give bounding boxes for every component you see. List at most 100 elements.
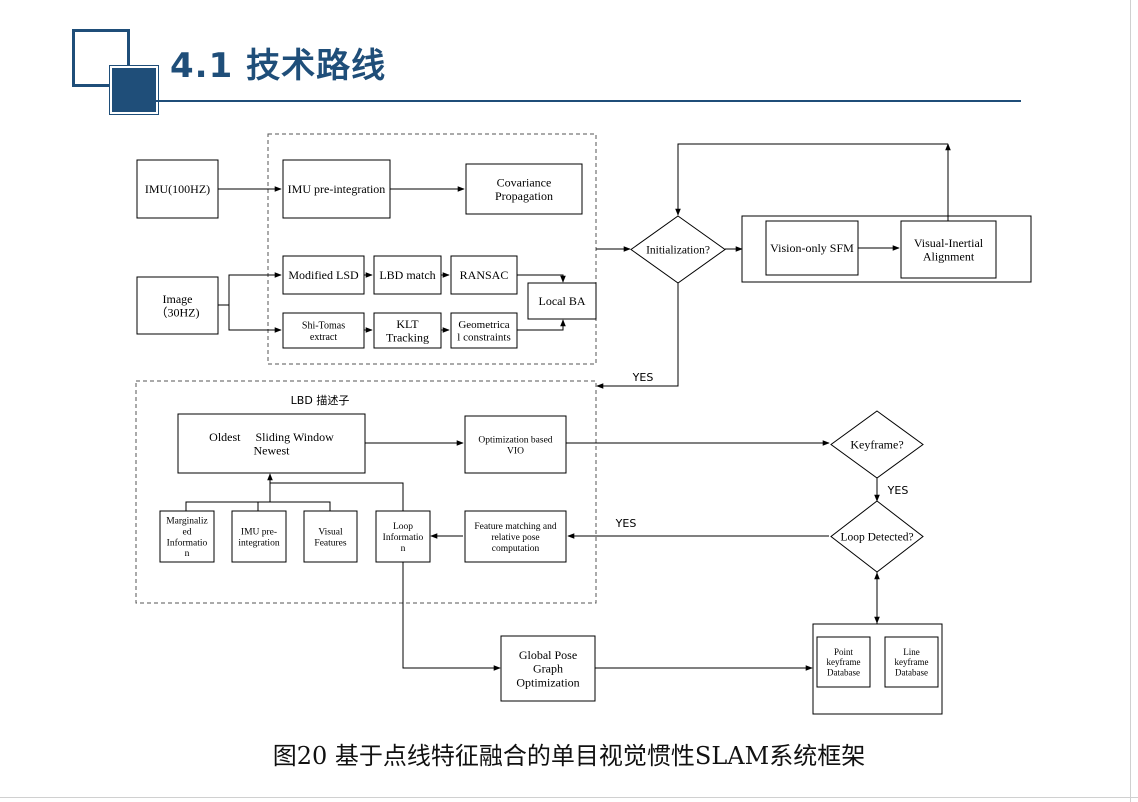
point-db-shape [816, 636, 871, 688]
loop-info-label: Loop [393, 522, 413, 532]
imu-shape [136, 159, 219, 219]
imu-preint-label: IMU pre-integration [288, 182, 386, 196]
point-db-label: Database [827, 668, 860, 678]
geometrical-label: l constraints [457, 332, 510, 344]
vis-feat-label: Visual [318, 527, 343, 537]
global-pose-label: Global Pose [519, 648, 577, 662]
keyframe-decision: Keyframe? [830, 410, 924, 479]
mod-lsd-node: Modified LSD [282, 255, 365, 295]
sliding-label: Newest [254, 444, 291, 458]
line-db-label: keyframe [895, 657, 929, 667]
mod-lsd-label: Modified LSD [288, 268, 359, 282]
feat-match-label: relative pose [491, 533, 539, 543]
opt-vio-label: VIO [507, 446, 524, 456]
shi-tomas-shape [282, 312, 365, 349]
loop-info-shape [375, 510, 431, 563]
feat-match-label: computation [492, 544, 540, 554]
sfm-label: Vision-only SFM [770, 241, 854, 255]
line-db-label: Database [895, 668, 928, 678]
vis-feat-shape [303, 510, 358, 563]
ransac-shape [450, 255, 518, 295]
yes-label-loop: YES [615, 517, 637, 530]
global-pose-shape [500, 635, 596, 702]
shi-tomas-label: Shi-Tomas [302, 320, 345, 331]
title-underline [154, 100, 1021, 102]
keyframe-label: Keyframe? [850, 438, 903, 452]
feat-match-shape [464, 510, 567, 563]
init-label: Initialization? [646, 245, 710, 257]
vis-feat-label: Features [314, 538, 346, 548]
lbd-match-shape [373, 255, 442, 295]
page-title: 4.1 技术路线 [170, 46, 387, 86]
lbd-match-label: LBD match [379, 268, 435, 282]
sfm-shape [765, 220, 859, 276]
vi-align-shape [900, 220, 997, 279]
marg-label: n [185, 549, 190, 559]
local-ba-label: Local BA [539, 294, 586, 308]
loop-det-decision: Loop Detected? [830, 500, 924, 573]
mod-lsd-shape [282, 255, 365, 295]
sfm-node: Vision-only SFM [765, 220, 859, 276]
klt-shape [373, 312, 442, 349]
feat-match-label: Feature matching and [474, 522, 557, 532]
point-db-label: keyframe [827, 657, 861, 667]
init-decision: Initialization? [630, 215, 726, 284]
yes-label-init: YES [632, 371, 654, 384]
line-db-label: Line [903, 647, 920, 657]
geometrical-label: Geometrica [458, 319, 509, 331]
opt-vio-label: Optimization based [478, 435, 552, 445]
imu-pre2-shape [231, 510, 287, 563]
loop-det-shape [830, 500, 924, 573]
ransac-node: RANSAC [450, 255, 518, 295]
imu-label: IMU(100HZ) [145, 182, 210, 196]
marg-label: Marginaliz [166, 516, 208, 526]
geometrical-shape [450, 312, 518, 349]
figure-caption: 图20 基于点线特征融合的单目视觉惯性SLAM系统框架 [272, 742, 866, 770]
imu-preint-node: IMU pre-integration [282, 159, 391, 219]
imu-pre2-node: IMU pre-integration [231, 510, 287, 563]
image-label: （30HZ) [156, 306, 200, 320]
keyframe-shape [830, 410, 924, 479]
line-db-shape [884, 636, 939, 688]
ransac-label: RANSAC [460, 268, 509, 282]
loop-info-label: n [401, 544, 406, 554]
shi-tomas-label: extract [310, 332, 337, 343]
yes-label-keyframe: YES [887, 484, 909, 497]
nodes-layer: IMU(100HZ) Image（30HZ) IMU pre-integration… [136, 159, 997, 702]
marg-label: ed [183, 527, 192, 537]
imu-pre2-label: integration [238, 538, 279, 548]
point-db-label: Point [834, 647, 854, 657]
loop-det-label: Loop Detected? [840, 532, 913, 544]
lbd-descriptor-label: LBD 描述子 [291, 393, 350, 407]
init-shape [630, 215, 726, 284]
cov-prop-label: Propagation [495, 189, 553, 203]
marg-label: Informatio [167, 537, 208, 548]
title-square-filled [110, 66, 158, 114]
image-node: Image（30HZ) [136, 276, 219, 335]
slide-edge-right [1130, 0, 1131, 802]
marg-shape [159, 510, 215, 563]
klt-label: Tracking [386, 331, 429, 345]
imu-node: IMU(100HZ) [136, 159, 219, 219]
image-label: Image [163, 292, 193, 306]
local-ba-node: Local BA [527, 282, 597, 320]
cov-prop-label: Covariance [497, 175, 552, 189]
cov-prop-shape [465, 163, 583, 215]
imu-pre2-label: IMU pre- [241, 527, 277, 537]
slide-edge-bottom [0, 797, 1138, 798]
sliding-shape [177, 413, 366, 474]
